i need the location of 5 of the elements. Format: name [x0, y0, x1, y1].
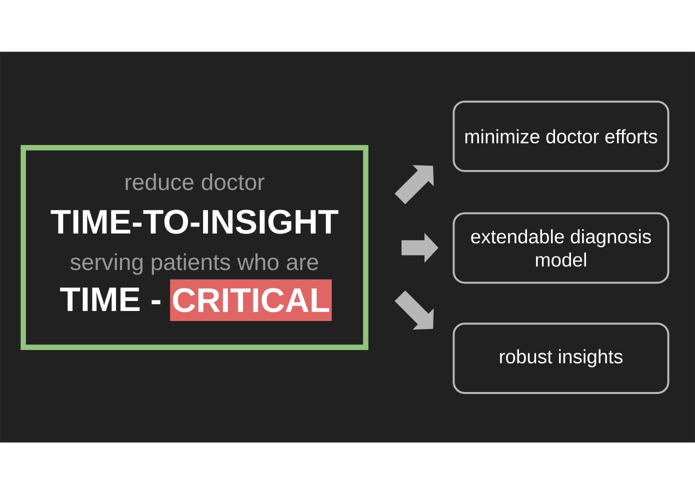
outcome-box: extendable diagnosis model	[452, 212, 670, 284]
highlight-box: CRITICAL	[170, 279, 332, 322]
statement-box: reduce doctor TIME-TO-INSIGHT serving patients who are TIME - CRITICAL	[20, 145, 368, 350]
outcome-box: minimize doctor efforts	[452, 100, 670, 172]
outcome-box: robust insights	[452, 322, 670, 394]
